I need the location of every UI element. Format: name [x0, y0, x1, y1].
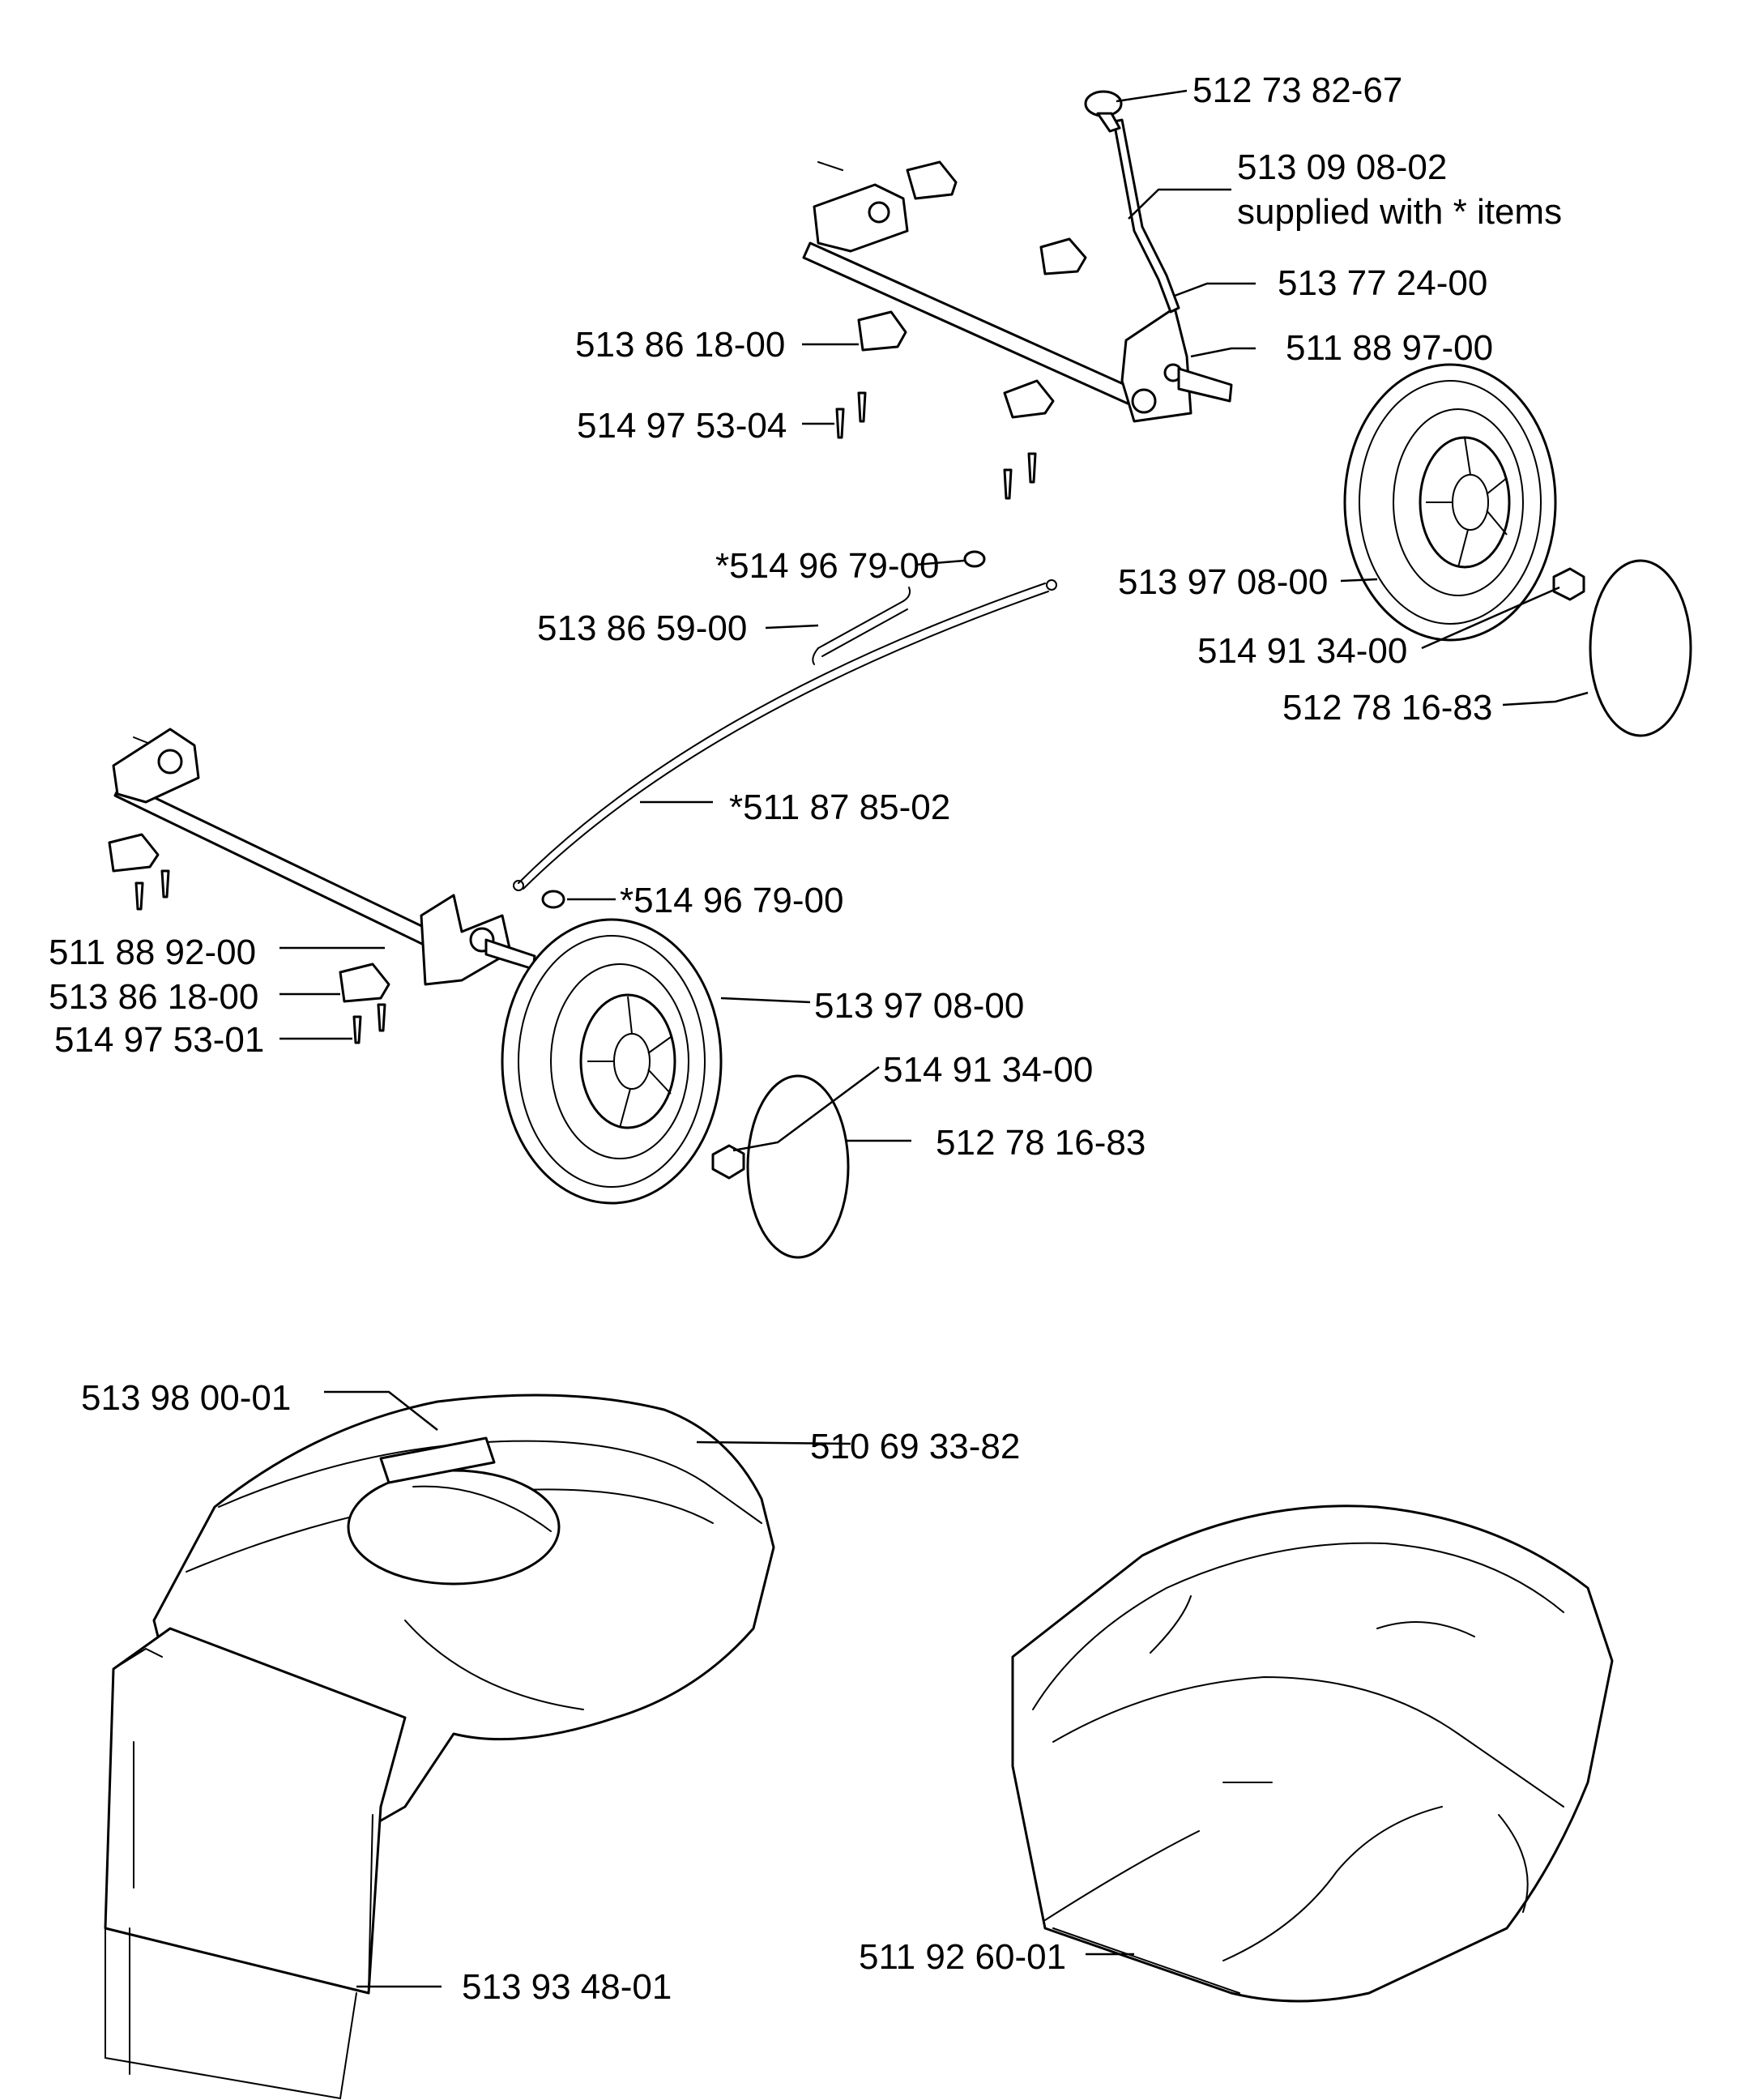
- label-cover: 510 69 33-82: [810, 1427, 1020, 1466]
- label-axle-rear: 511 88 97-00: [1286, 328, 1493, 368]
- wheel-front: [501, 918, 723, 1205]
- label-lever-line1: 513 09 08-02: [1237, 147, 1447, 187]
- label-clip-top: 513 86 18-00: [575, 325, 785, 365]
- label-wheel-rear: 513 97 08-00: [1118, 562, 1328, 602]
- label-rod: *511 87 85-02: [729, 788, 950, 827]
- spring: [812, 587, 911, 665]
- label-wheel-front: 513 97 08-00: [814, 986, 1024, 1026]
- label-spring: 513 86 59-00: [537, 608, 747, 648]
- label-decal: 513 98 00-01: [81, 1378, 291, 1418]
- label-nut-rear: 514 91 34-00: [1197, 631, 1407, 671]
- grass-bag: [1011, 1505, 1614, 2003]
- screws-top: [835, 391, 1037, 500]
- cap-rear: [1589, 559, 1692, 737]
- clip-top: [857, 310, 907, 352]
- leader-lines: [279, 89, 1589, 1988]
- clip-front-left: [108, 833, 160, 873]
- part-labels: 512 73 82-67 513 09 08-02 supplied with …: [49, 70, 1562, 2007]
- label-clip-bottom: 513 86 18-00: [49, 977, 258, 1017]
- nut-rear: [1552, 567, 1585, 601]
- label-screw-top: 514 97 53-04: [577, 406, 787, 446]
- label-grass-bag: 511 92 60-01: [859, 1937, 1066, 1977]
- washer-bottom: [541, 890, 565, 909]
- flap: [104, 1627, 407, 2100]
- label-cap-front: 512 78 16-83: [936, 1123, 1146, 1163]
- label-axle-front: 511 88 92-00: [49, 933, 256, 972]
- screws-bottom: [134, 869, 386, 1044]
- rear-axle-assembly: [802, 90, 1233, 423]
- label-washer-bottom: *514 96 79-00: [620, 881, 843, 920]
- nut-front: [711, 1144, 745, 1180]
- label-flap: 513 93 48-01: [462, 1967, 672, 2007]
- label-screw-bottom: 514 97 53-01: [54, 1020, 264, 1060]
- label-cap-rear: 512 78 16-83: [1282, 688, 1492, 728]
- label-washer-top: *514 96 79-00: [715, 546, 939, 586]
- cap-front: [746, 1074, 850, 1259]
- washer-top: [963, 550, 986, 568]
- label-lever-line2: supplied with * items: [1237, 192, 1562, 232]
- label-handle-knob: 512 73 82-67: [1192, 70, 1402, 110]
- rod: [513, 579, 1057, 891]
- clip-bottom: [339, 962, 390, 1003]
- label-nut-front: 514 91 34-00: [883, 1050, 1093, 1090]
- front-axle-assembly: [112, 728, 536, 986]
- wheel-rear: [1343, 363, 1557, 642]
- label-bracket-right: 513 77 24-00: [1278, 263, 1487, 303]
